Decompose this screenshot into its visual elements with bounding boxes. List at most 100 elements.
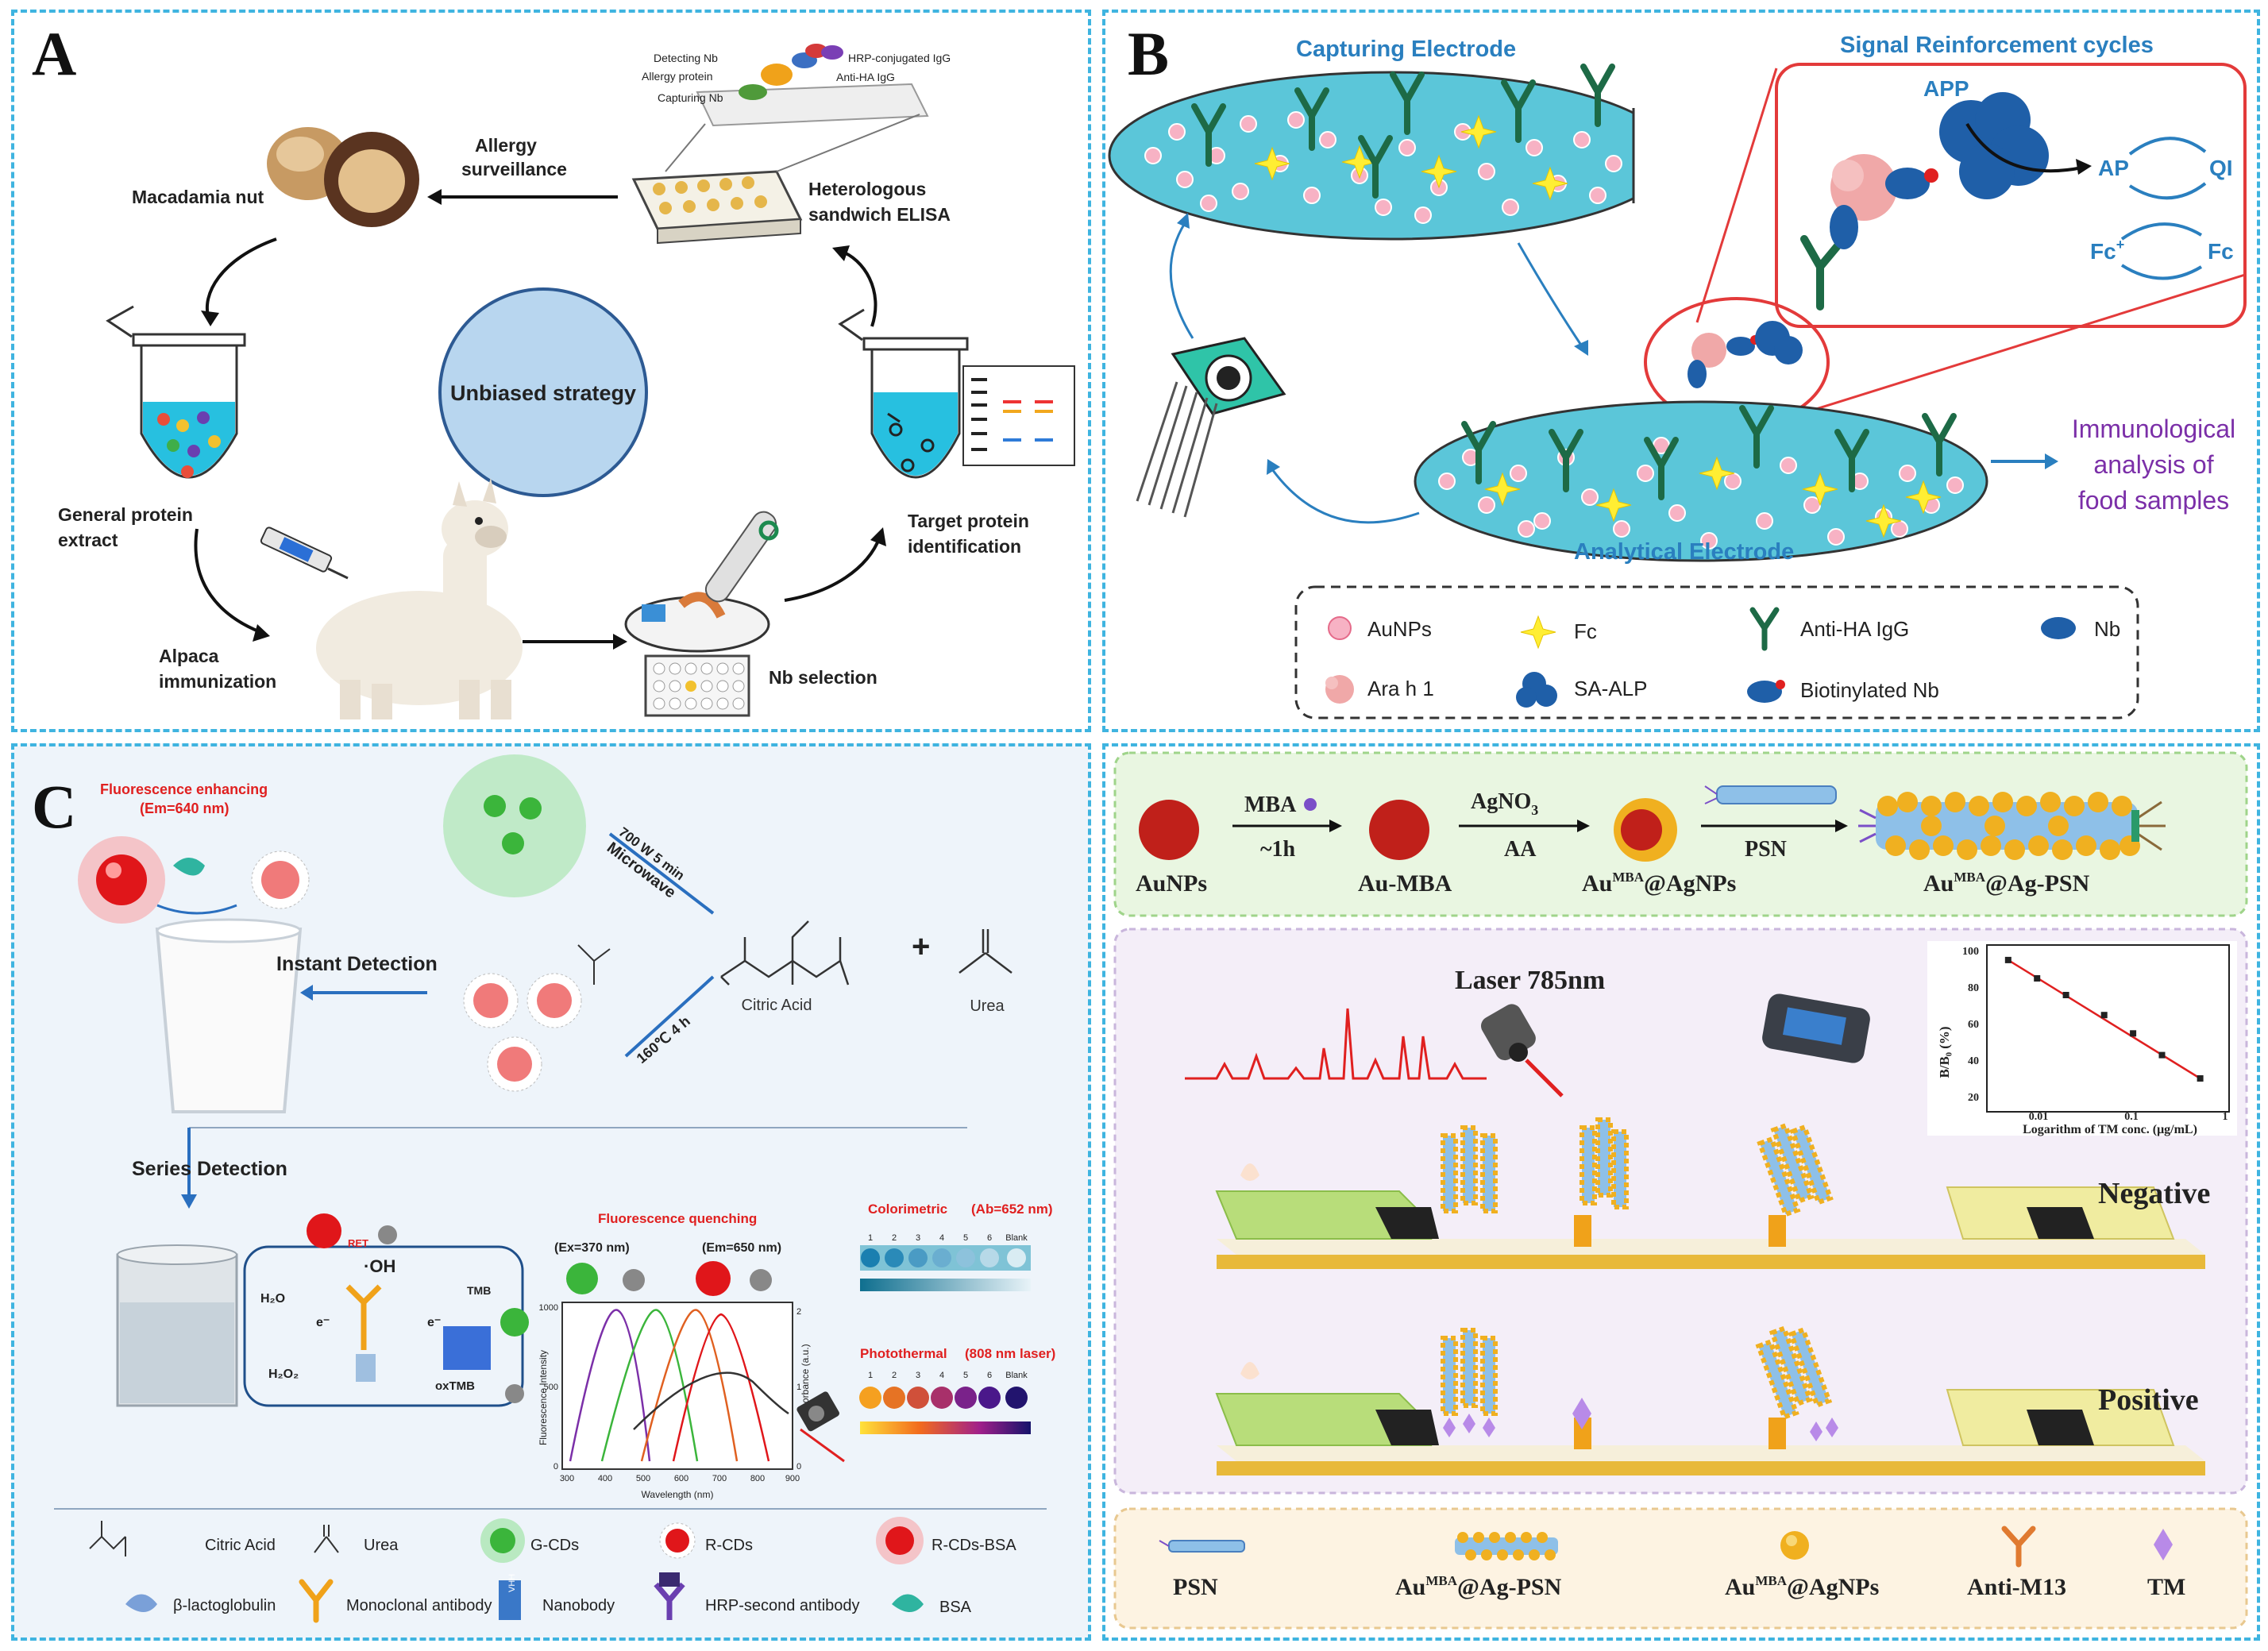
svg-text:700: 700	[712, 1474, 727, 1483]
capture-fc-stars	[1254, 114, 1568, 201]
svg-text:2: 2	[892, 1371, 897, 1380]
target-line2: identification	[908, 536, 1021, 557]
sandwich-detecting: Detecting Nb	[654, 52, 718, 64]
au-agnps-label: AuMBA@AgNPs	[1582, 870, 1736, 897]
legend-auagnps: AuMBA@AgNPs	[1725, 1573, 1879, 1600]
bb0-plot	[1986, 944, 2230, 1113]
ex370-label: (Ex=370 nm)	[554, 1241, 630, 1255]
psn-label: PSN	[1745, 837, 1787, 862]
target-protein-tube	[838, 308, 969, 479]
legend-auagpsn: AuMBA@Ag-PSN	[1395, 1573, 1562, 1600]
svg-text:900: 900	[785, 1474, 800, 1483]
fc-plus-label: Fc+	[2090, 237, 2124, 264]
legend-bsa: BSA	[939, 1599, 972, 1616]
legend-antim13: Anti-M13	[1967, 1574, 2066, 1600]
beaker-icon	[116, 1244, 238, 1407]
plot-point	[2130, 1030, 2137, 1037]
au-ag-psn-label: AuMBA@Ag-PSN	[1923, 870, 2090, 897]
svg-text:6: 6	[987, 1371, 992, 1380]
panel-d-legend-box	[1113, 1507, 2248, 1630]
plus-sign: +	[912, 929, 930, 964]
colorimetric-gradient	[860, 1279, 1031, 1291]
ab652-label: (Ab=652 nm)	[971, 1202, 1053, 1217]
qi-label: QI	[2209, 156, 2233, 180]
series-label: Series Detection	[132, 1158, 287, 1180]
elisa-plate-icon	[631, 170, 803, 245]
cycles-label: Signal Reinforcement cycles	[1840, 33, 2154, 58]
oh-label: ·OH	[364, 1256, 395, 1276]
legend-biotin: Biotinylated Nb	[1800, 678, 1939, 702]
app-label: APP	[1923, 76, 1969, 101]
general-protein-tube	[106, 305, 246, 479]
spectrum-xaxis: Wavelength (nm)	[642, 1489, 714, 1500]
aa-label: AA	[1504, 837, 1537, 862]
aunps-label: AuNPs	[1136, 870, 1207, 897]
surveillance-line2: surveillance	[461, 159, 567, 179]
em640-label: (Em=640 nm)	[140, 800, 230, 816]
h2o2-label: H₂O₂	[268, 1367, 299, 1381]
legend-nb: Nb	[2094, 617, 2120, 641]
legend-fc: Fc	[1574, 619, 1597, 643]
colorimetric-label: Colorimetric	[868, 1202, 947, 1217]
gcds-cluster	[443, 754, 586, 897]
laser-label: Laser 785nm	[1455, 966, 1605, 995]
target-line1: Target protein	[908, 511, 1029, 531]
e-label-1: e⁻	[316, 1316, 330, 1329]
citric-label: Citric Acid	[742, 997, 812, 1014]
photothermal-gradient	[860, 1421, 1031, 1434]
spectrum-curves	[569, 1309, 789, 1462]
arrow-capture-to-analytical	[1517, 242, 1583, 347]
legend-aunps: AuNPs	[1367, 617, 1432, 641]
immuno-line3: food samples	[2078, 486, 2229, 515]
spectrum-y2ticks: 012	[796, 1307, 801, 1472]
photothermal-wells	[859, 1387, 1028, 1409]
elisa-line1: Heterologous	[808, 179, 926, 199]
cycle-nb	[1885, 168, 1938, 199]
laser-icon	[1481, 1004, 1564, 1097]
unbiased-strategy-label: Unbiased strategy	[450, 381, 636, 405]
svg-text:400: 400	[598, 1474, 612, 1483]
h2o-label: H₂O	[260, 1292, 285, 1306]
panel-c-letter: C	[32, 772, 76, 841]
nb-selection-label: Nb selection	[769, 667, 878, 688]
legend-citric: Citric Acid	[205, 1537, 276, 1554]
svg-text:1: 1	[796, 1383, 801, 1392]
svg-text:40: 40	[1968, 1055, 1979, 1067]
panel-b-legend-box	[1294, 585, 2139, 719]
negative-label: Negative	[2098, 1177, 2210, 1210]
unbiased-strategy-circle	[438, 287, 648, 497]
cycle-ara-h1	[1830, 154, 1897, 221]
arrow-analytical-to-chip	[1271, 469, 1420, 524]
gel-image	[962, 365, 1075, 466]
analytical-electrode-label: Analytical Electrode	[1574, 539, 1794, 565]
alpaca-icon	[316, 478, 523, 719]
rcds-bsa-icon	[78, 836, 165, 924]
urea-label: Urea	[970, 997, 1005, 1015]
svg-text:Blank: Blank	[1005, 1233, 1028, 1243]
svg-text:Blank: Blank	[1005, 1371, 1028, 1380]
immuno-line2: analysis of	[2093, 450, 2213, 479]
analytical-antibodies	[1461, 405, 1957, 500]
macadamia-label: Macadamia nut	[132, 187, 264, 207]
surveillance-line1: Allergy	[475, 135, 537, 156]
svg-text:80: 80	[1968, 982, 1979, 994]
alpaca-line2: immunization	[159, 671, 276, 692]
fluor-enh-label: Fluorescence enhancing	[100, 781, 268, 797]
milk-glass-icon	[155, 918, 303, 1113]
legend-blg: β-lactoglobulin	[173, 1597, 276, 1614]
svg-text:0: 0	[554, 1462, 558, 1472]
plot-point	[2100, 1012, 2108, 1019]
sandwich-allergy: Allergy protein	[642, 70, 713, 83]
synthesis-box	[1113, 751, 2248, 917]
panel-c: C Fluorescence enhancing (Em=640 nm) 700…	[11, 743, 1091, 1641]
legend-gcds: G-CDs	[530, 1537, 579, 1554]
panel-d: D AuNPs MBA ~1h Au-MBA AgNO3 AA AuMBA@Ag…	[1102, 743, 2260, 1641]
svg-text:20: 20	[1968, 1092, 1979, 1104]
capture-antibodies	[1191, 64, 1615, 199]
plot-ylabel: B/B₀ (%)	[1937, 1026, 1952, 1078]
plot-point	[2034, 975, 2041, 982]
legend-arah1: Ara h 1	[1367, 677, 1434, 700]
macadamia-nut-icon	[267, 127, 419, 227]
